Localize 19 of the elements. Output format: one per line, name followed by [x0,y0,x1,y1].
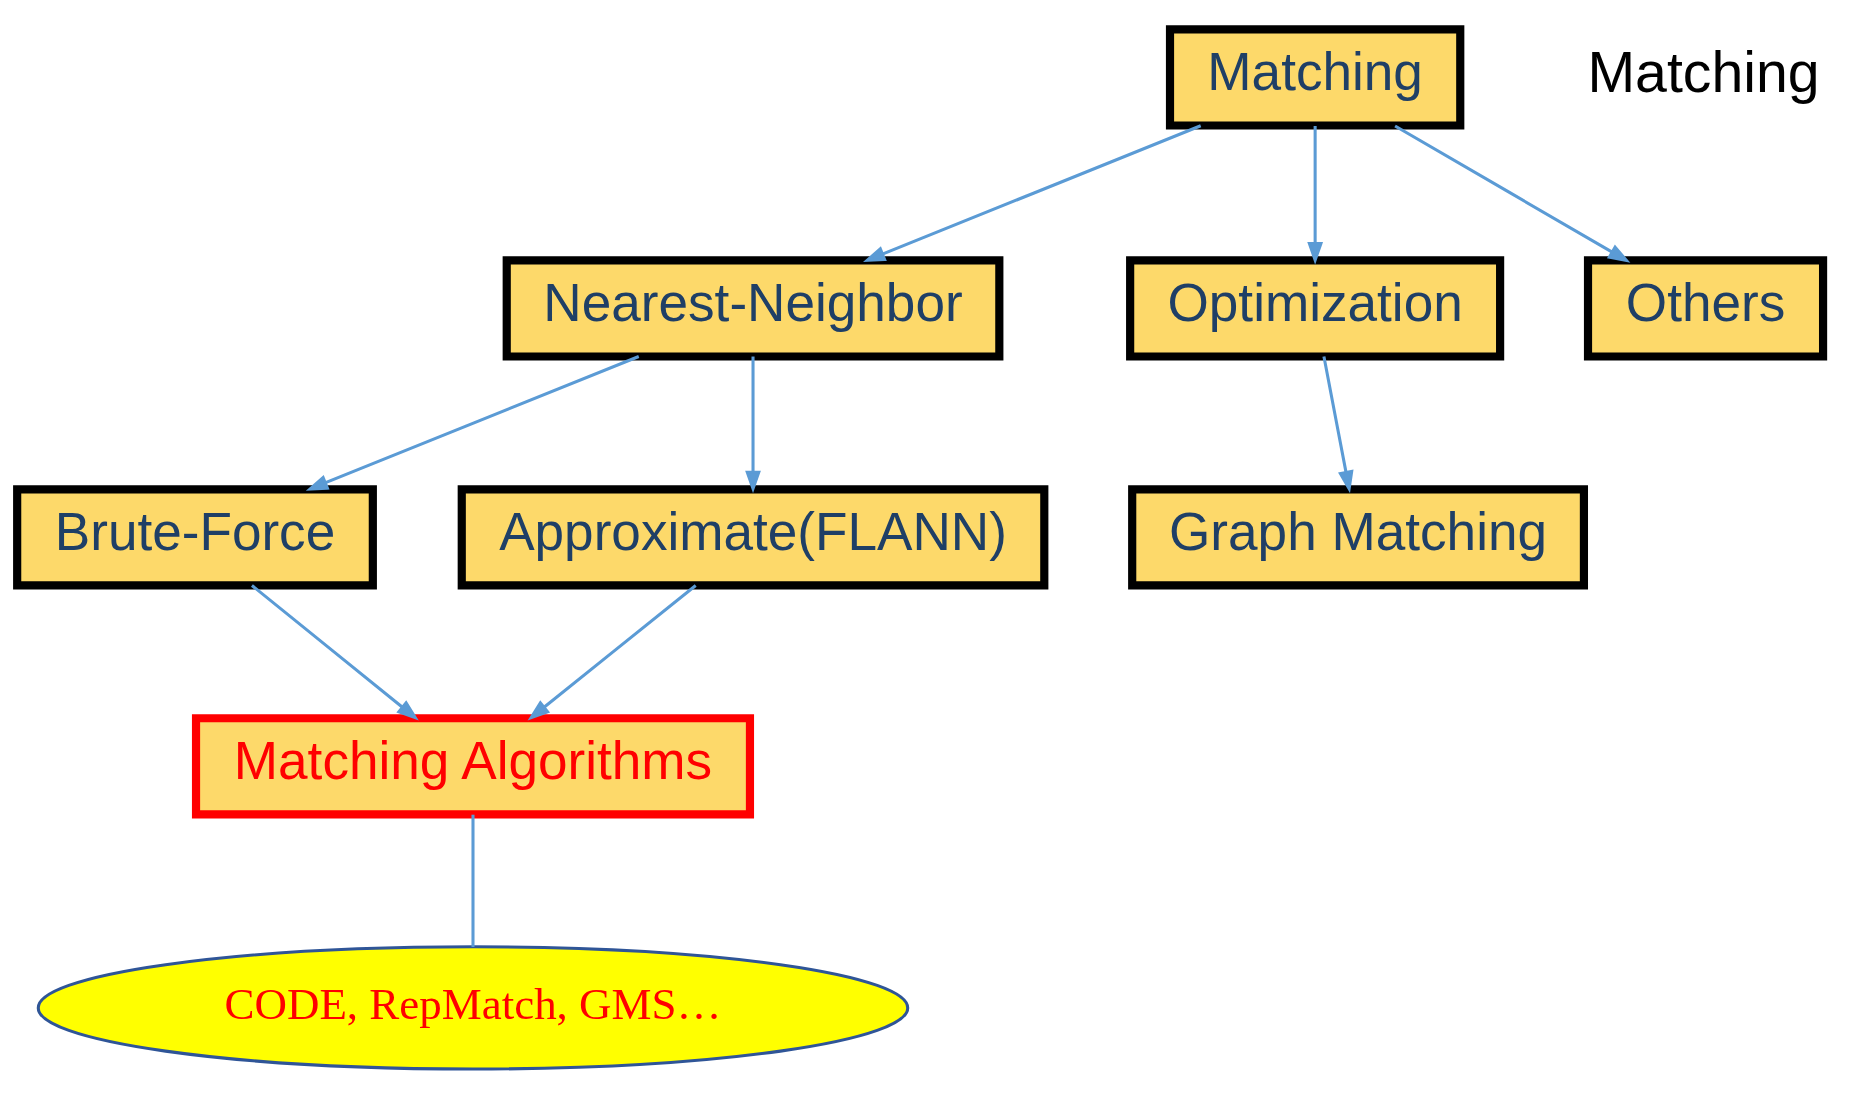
arrow [1306,125,1323,265]
node-box: Approximate(FLANN) [457,485,1048,590]
arrow [1393,124,1630,263]
arrow [1321,356,1353,494]
node-box: Nearest-Neighbor [502,256,1003,361]
label: Matching [1586,39,1820,104]
node-box: Others [1583,256,1827,361]
connector [470,814,475,947]
arrow [250,584,419,721]
node-ellipse: CODE, RepMatch, GMS… [36,945,909,1071]
node-box: Matching [1165,25,1464,130]
arrow [527,584,697,721]
node-box: Brute-Force [12,485,377,590]
node-box: Matching Algorithms [191,714,754,819]
arrow [862,124,1201,263]
node-box: Optimization [1125,256,1504,361]
node-box: Graph Matching [1127,485,1588,590]
arrow [305,355,639,491]
arrow [744,356,761,494]
